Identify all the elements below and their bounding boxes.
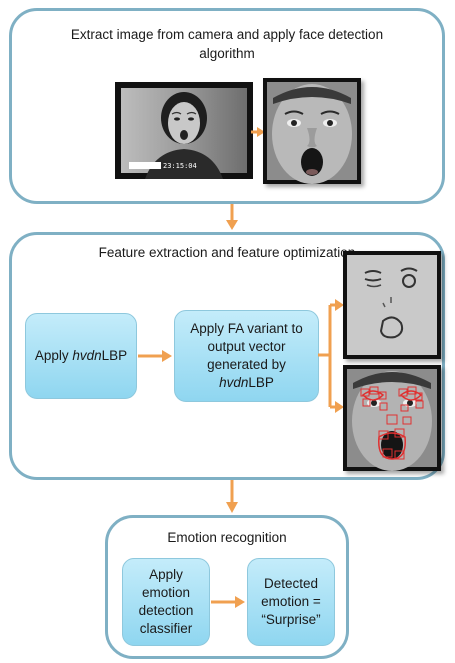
recognition-panel-title: Emotion recognition bbox=[167, 530, 287, 545]
feature-panel: Feature extraction and feature optimizat… bbox=[9, 232, 445, 480]
detection-panel: Extract image from camera and apply face… bbox=[9, 8, 445, 204]
camera-timestamp: 23:15:04 bbox=[163, 162, 197, 170]
cropped-face-image bbox=[263, 78, 361, 184]
feature-map-image bbox=[343, 251, 441, 359]
arrow-classifier-to-result bbox=[211, 596, 245, 608]
landmark-face-image bbox=[343, 365, 441, 471]
detected-emotion-label: Detected emotion = “Surprise” bbox=[261, 576, 321, 627]
arrow-fa-to-outputs bbox=[318, 299, 344, 413]
classifier-box: Apply emotion detection classifier bbox=[122, 558, 210, 646]
fa-variant-box: Apply FA variant to output vector genera… bbox=[174, 310, 319, 402]
apply-lbp-box: Apply hvdnLBP bbox=[25, 313, 137, 399]
arrow-to-recognition-stage bbox=[226, 480, 238, 513]
arrow-to-feature-stage bbox=[226, 204, 238, 230]
fa-variant-label: Apply FA variant to output vector genera… bbox=[190, 321, 303, 390]
detected-emotion-box: Detected emotion = “Surprise” bbox=[247, 558, 335, 646]
apply-lbp-label: Apply hvdnLBP bbox=[34, 348, 128, 363]
detection-panel-title: Extract image from camera and apply face… bbox=[70, 27, 384, 61]
feature-panel-title: Feature extraction and feature optimizat… bbox=[98, 245, 356, 260]
classifier-label: Apply emotion detection classifier bbox=[138, 567, 194, 636]
recognition-panel: Emotion recognition Apply emotion detect… bbox=[105, 515, 349, 659]
arrow-lbp-to-fa bbox=[138, 350, 172, 362]
arrow-to-face-crop bbox=[251, 127, 265, 137]
camera-frame-image: 23:15:04 bbox=[115, 82, 253, 179]
